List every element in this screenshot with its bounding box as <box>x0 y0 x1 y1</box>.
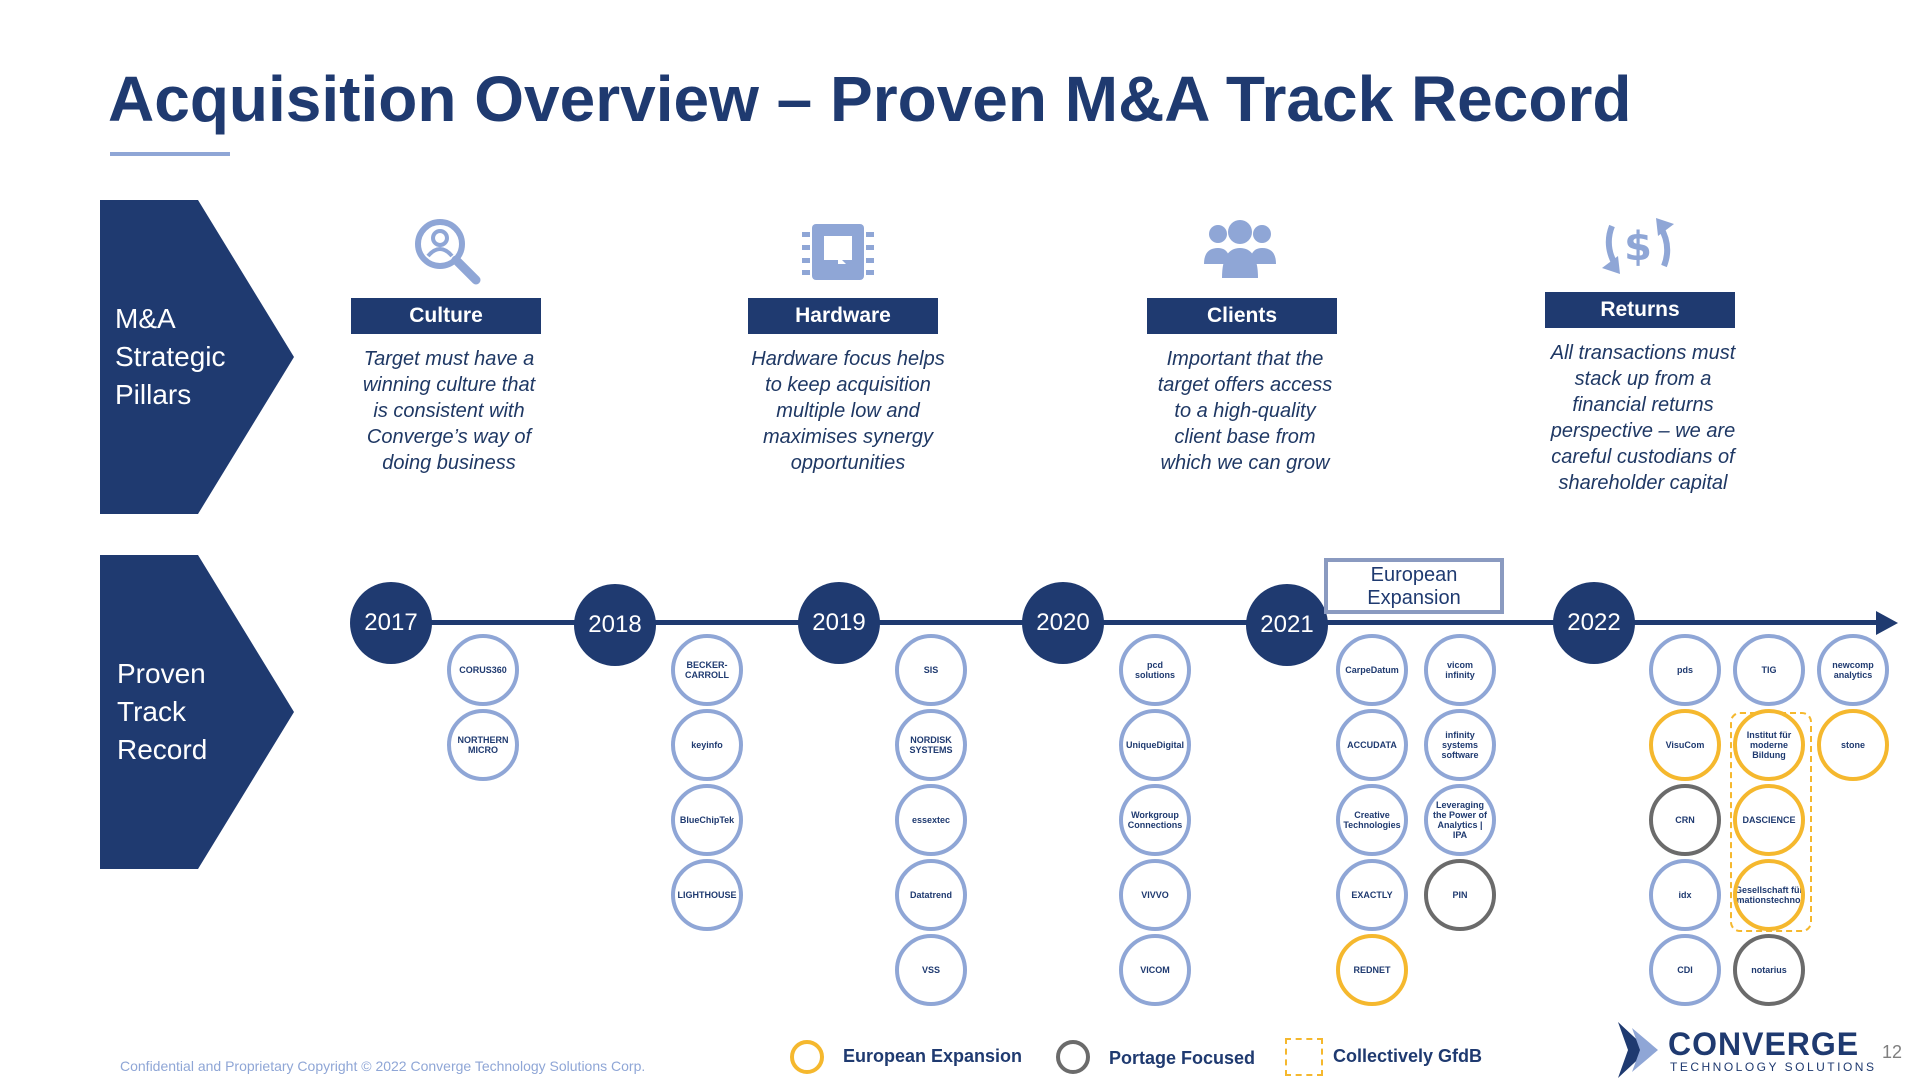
company-logo: Institut für moderne Bildung <box>1733 709 1805 781</box>
timeline-line <box>420 620 1880 625</box>
company-logo: NORDISK SYSTEMS <box>895 709 967 781</box>
pillar-heading-clients: Clients <box>1147 298 1337 334</box>
track-record-chevron <box>100 555 294 869</box>
company-logo: vicom infinity <box>1424 634 1496 706</box>
company-logo: idx <box>1649 859 1721 931</box>
converge-logo-icon <box>1618 1022 1658 1078</box>
year-2022: 2022 <box>1553 582 1635 664</box>
company-logo: PIN <box>1424 859 1496 931</box>
year-2021: 2021 <box>1246 584 1328 666</box>
company-logo: Leveraging the Power of Analytics | IPA <box>1424 784 1496 856</box>
svg-text:$: $ <box>1624 224 1652 270</box>
company-logo: CarpeDatum <box>1336 634 1408 706</box>
company-logo: newcomp analytics <box>1817 634 1889 706</box>
company-logo: CORUS360 <box>447 634 519 706</box>
company-logo: VSS <box>895 934 967 1006</box>
pillar-text-hardware: Hardware focus helps to keep acquisition… <box>751 348 945 474</box>
company-logo: stone <box>1817 709 1889 781</box>
company-logo: BlueChipTek <box>671 784 743 856</box>
year-2017: 2017 <box>350 582 432 664</box>
company-logo: notarius <box>1733 934 1805 1006</box>
pillar-text-clients: Important that the target offers access … <box>1157 348 1333 474</box>
pillar-heading-hardware: Hardware <box>748 298 938 334</box>
legend-european-label: European Expansion <box>843 1046 1023 1066</box>
page-title: Acquisition Overview – Proven M&A Track … <box>108 63 1632 135</box>
legend-portage-icon <box>1056 1040 1090 1074</box>
company-logo: DASCIENCE <box>1733 784 1805 856</box>
company-logo: Datatrend <box>895 859 967 931</box>
dollar-cycle-icon: $ <box>1602 218 1674 274</box>
year-2018: 2018 <box>574 584 656 666</box>
company-logo: ACCUDATA <box>1336 709 1408 781</box>
track-record-label: Proven Track Record <box>117 658 208 765</box>
pillar-heading-culture: Culture <box>351 298 541 334</box>
title-underline <box>110 152 230 156</box>
company-logo: VIVVO <box>1119 859 1191 931</box>
timeline-arrow-icon <box>1876 611 1898 635</box>
company-logo: SIS <box>895 634 967 706</box>
european-expansion-callout: European Expansion <box>1324 558 1504 614</box>
footer-copyright: Confidential and Proprietary Copyright ©… <box>120 1058 646 1074</box>
chip-icon <box>802 224 874 280</box>
company-logo: REDNET <box>1336 934 1408 1006</box>
company-logo: VisuCom <box>1649 709 1721 781</box>
company-logo: CRN <box>1649 784 1721 856</box>
page-number: 12 <box>1882 1042 1903 1062</box>
company-logo: NORTHERN MICRO <box>447 709 519 781</box>
company-logo: keyinfo <box>671 709 743 781</box>
search-person-icon <box>415 219 481 285</box>
company-logo: TIG <box>1733 634 1805 706</box>
legend-portage-label: Portage Focused <box>1109 1048 1256 1068</box>
brand-subtitle: TECHNOLOGY SOLUTIONS <box>1670 1060 1877 1074</box>
company-logo: pcd solutions <box>1119 634 1191 706</box>
company-logo: pds <box>1649 634 1721 706</box>
company-logo: CDI <box>1649 934 1721 1006</box>
pillar-heading-returns: Returns <box>1545 292 1735 328</box>
strategic-pillars-chevron <box>100 200 294 514</box>
brand-name: CONVERGE <box>1668 1026 1860 1062</box>
legend-gfdb-icon <box>1285 1038 1323 1076</box>
legend-european-icon <box>790 1040 824 1074</box>
company-logo: Workgroup Connections <box>1119 784 1191 856</box>
company-logo: essextec <box>895 784 967 856</box>
company-logo: UniqueDigital <box>1119 709 1191 781</box>
company-logo: Gesellschaft für Informationstechnologie <box>1733 859 1805 931</box>
legend-gfdb-label: Collectively GfdB <box>1333 1046 1483 1066</box>
company-logo: LIGHTHOUSE <box>671 859 743 931</box>
pillar-text-returns: All transactions must stack up from a fi… <box>1550 342 1736 494</box>
year-2020: 2020 <box>1022 582 1104 664</box>
people-icon <box>1204 220 1276 278</box>
company-logo: VICOM <box>1119 934 1191 1006</box>
pillar-text-culture: Target must have a winning culture that … <box>362 348 536 474</box>
year-2019: 2019 <box>798 582 880 664</box>
company-logo: Creative Technologies <box>1336 784 1408 856</box>
strategic-pillars-label: M&A Strategic Pillars <box>115 303 226 410</box>
company-logo: EXACTLY <box>1336 859 1408 931</box>
company-logo: infinity systems software <box>1424 709 1496 781</box>
company-logo: BECKER-CARROLL <box>671 634 743 706</box>
